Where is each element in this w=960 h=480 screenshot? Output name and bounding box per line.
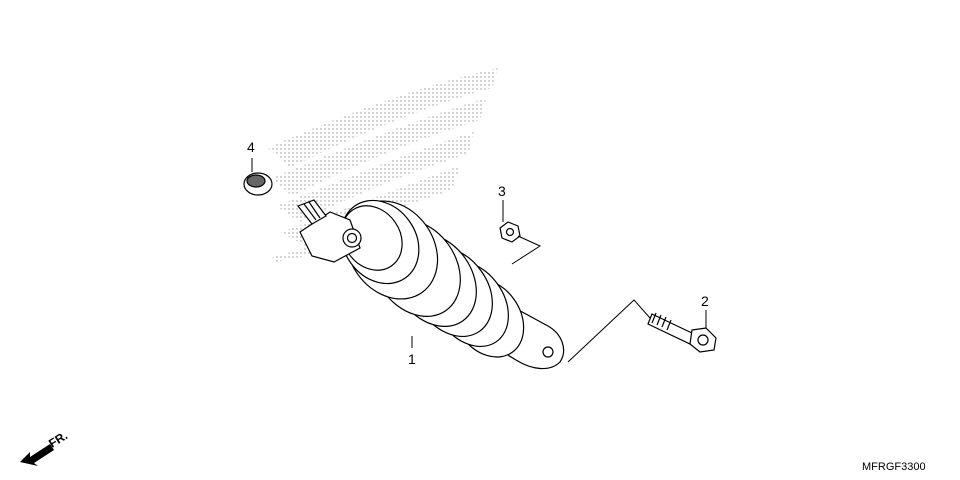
lower-mount-hole [542, 346, 554, 358]
leader-lines [251, 158, 707, 363]
callout-4: 4 [247, 139, 255, 155]
callout-2: 2 [701, 293, 709, 309]
shock-absorber [297, 199, 565, 370]
callout-3: 3 [498, 183, 506, 199]
nut-part-3 [499, 221, 521, 243]
cap-part-4 [243, 172, 273, 196]
diagram-code: MFRGF3300 [862, 461, 926, 473]
callout-1: 1 [408, 351, 416, 367]
upper-mount-hole [346, 232, 358, 244]
front-direction-arrow-icon [20, 444, 54, 466]
bolt-part-2 [647, 312, 717, 353]
